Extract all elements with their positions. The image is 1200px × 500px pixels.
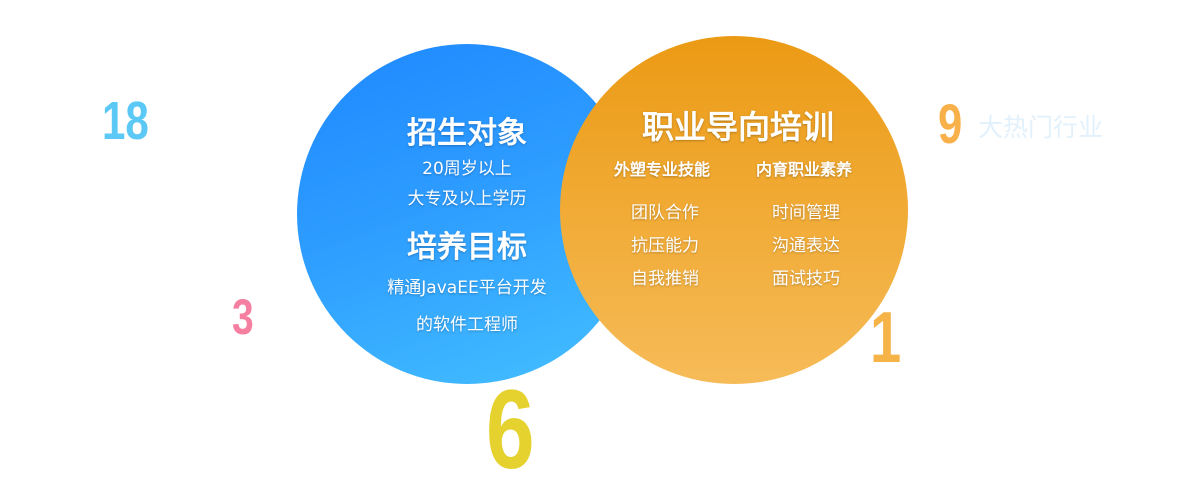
skill-item: 团队合作 xyxy=(631,203,699,223)
training-goal-title: 培养目标 xyxy=(407,230,527,265)
stat-3: 3 xyxy=(232,289,254,345)
enrollment-age: 20周岁以上 xyxy=(422,159,512,179)
stat-18: 18 xyxy=(102,91,149,151)
stat-9: 9 xyxy=(938,92,963,155)
quality-item: 面试技巧 xyxy=(772,269,840,289)
quality-item: 时间管理 xyxy=(772,203,840,223)
career-title: 职业导向培训 xyxy=(641,108,834,146)
industries-label: 大热门行业 xyxy=(978,113,1104,142)
skill-item: 自我推销 xyxy=(631,269,699,289)
skills-heading: 外塑专业技能 xyxy=(613,160,710,179)
qualities-heading: 内育职业素养 xyxy=(755,160,852,179)
enrollment-title: 招生对象 xyxy=(407,116,527,151)
stat-6: 6 xyxy=(486,367,535,492)
goal-line-2: 的软件工程师 xyxy=(416,315,518,335)
enrollment-education: 大专及以上学历 xyxy=(407,189,527,209)
stat-1: 1 xyxy=(870,298,902,378)
quality-item: 沟通表达 xyxy=(772,236,840,256)
career-training-circle xyxy=(560,36,908,384)
skill-item: 抗压能力 xyxy=(631,236,699,256)
goal-line-1: 精通JavaEE平台开发 xyxy=(387,278,547,298)
